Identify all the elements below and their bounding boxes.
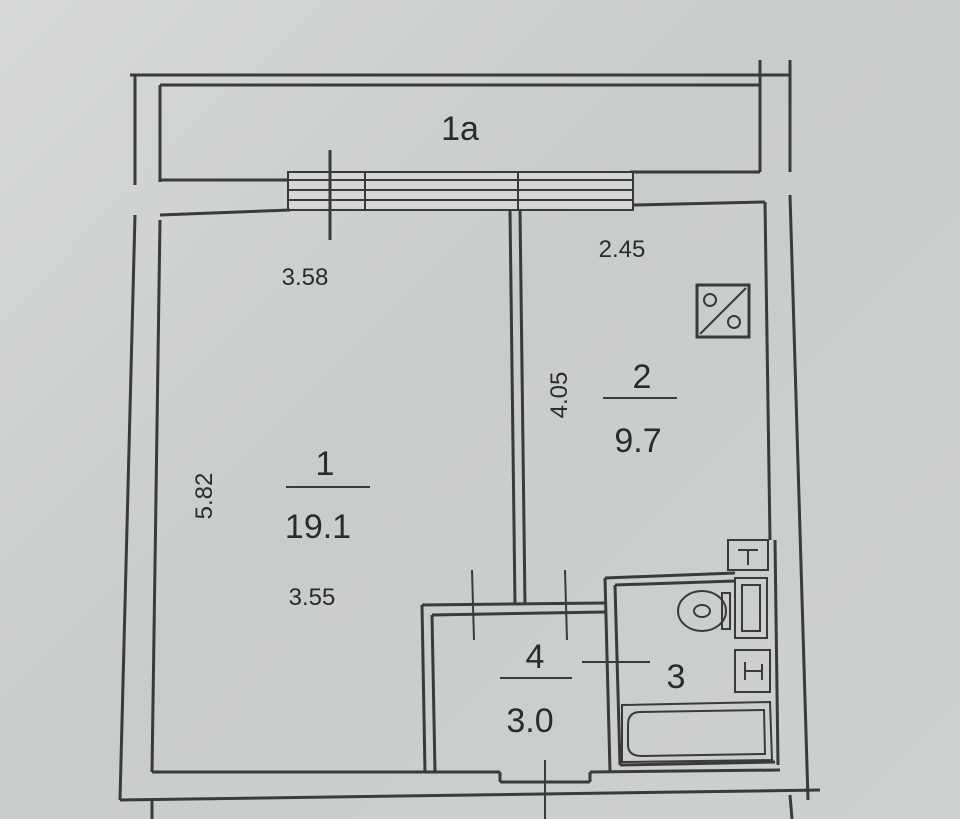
room-2-height: 4.05: [546, 372, 573, 419]
outer-walls: [118, 194, 821, 819]
partition-1-2: [508, 209, 527, 606]
stove-icon: [695, 283, 751, 339]
room-2-area: 9.7: [614, 422, 661, 460]
room-1-width-top: 3.58: [282, 264, 329, 291]
tap-icon-2: [734, 649, 771, 693]
storage-icon: [734, 577, 768, 639]
balcony-label: 1а: [441, 110, 479, 148]
room-1-area: 19.1: [285, 508, 351, 546]
balcony-window: [287, 150, 634, 240]
room-4-number: 4: [526, 638, 545, 676]
inner-walls: [420, 539, 780, 819]
tap-icon: [727, 539, 769, 571]
fixtures: [582, 283, 774, 764]
room-4-area: 3.0: [506, 702, 553, 740]
balcony: [130, 60, 792, 185]
room-1-height: 5.82: [191, 473, 218, 520]
bathtub-icon: [621, 700, 774, 764]
room-3-number: 3: [667, 658, 686, 696]
room-2-width-top: 2.45: [599, 236, 646, 263]
room-1-number: 1: [316, 445, 335, 483]
room-2-number: 2: [633, 358, 652, 396]
toilet-icon: [677, 590, 731, 632]
room-1-width-bottom: 3.55: [289, 584, 336, 611]
